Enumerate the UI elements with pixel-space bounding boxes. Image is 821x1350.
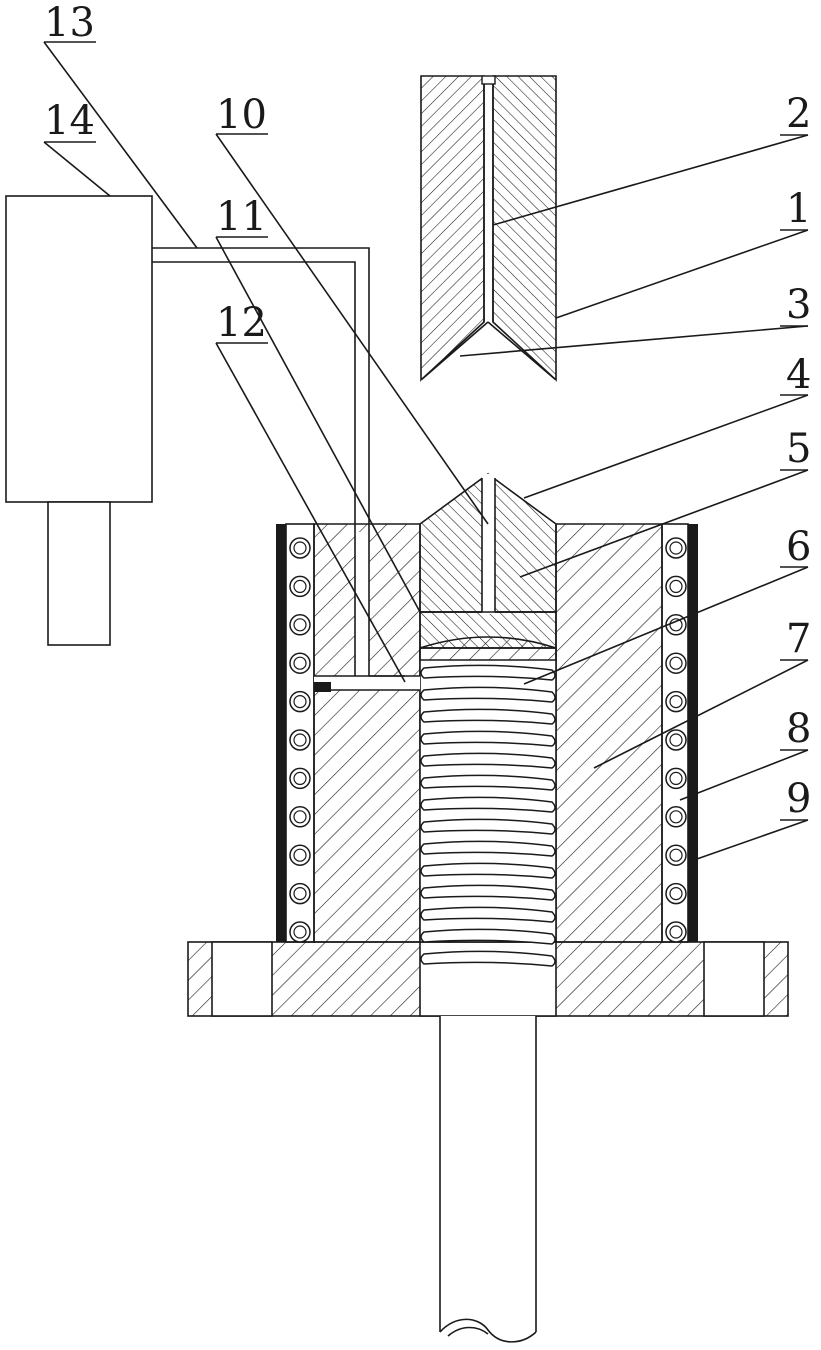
push-rod	[440, 1016, 536, 1342]
upper-die	[421, 76, 556, 381]
coil-turn	[666, 807, 686, 827]
label-7: 7	[786, 616, 811, 662]
coil-turn	[290, 576, 310, 596]
coil-turn	[290, 538, 310, 558]
coil-turn	[666, 768, 686, 788]
coil-turn	[666, 653, 686, 673]
label-6: 6	[786, 524, 811, 570]
coil-turn	[666, 692, 686, 712]
label-1: 1	[786, 186, 811, 232]
coil-turn	[666, 845, 686, 865]
coil-turn	[666, 922, 686, 942]
label-10: 10	[216, 92, 267, 138]
coil-turn	[290, 768, 310, 788]
coil-turn	[666, 884, 686, 904]
coil-turn	[290, 884, 310, 904]
label-12: 12	[216, 300, 267, 346]
label-13: 13	[44, 0, 95, 46]
label-11: 11	[216, 194, 267, 240]
label-8: 8	[786, 706, 811, 752]
label-14: 14	[44, 98, 95, 144]
coil-turn	[290, 845, 310, 865]
label-5: 5	[786, 426, 811, 472]
label-4: 4	[786, 352, 811, 398]
punch-tip	[420, 474, 556, 614]
coil-turn	[290, 692, 310, 712]
coil-turn	[290, 922, 310, 942]
coil-turn	[290, 615, 310, 635]
label-2: 2	[786, 91, 811, 137]
coil-turn	[666, 730, 686, 750]
coil-turn	[290, 653, 310, 673]
label-9: 9	[786, 776, 811, 822]
coil-turn	[666, 576, 686, 596]
coil-turn	[290, 730, 310, 750]
coil-turn	[290, 807, 310, 827]
label-3: 3	[786, 282, 811, 328]
coil-turn	[666, 538, 686, 558]
